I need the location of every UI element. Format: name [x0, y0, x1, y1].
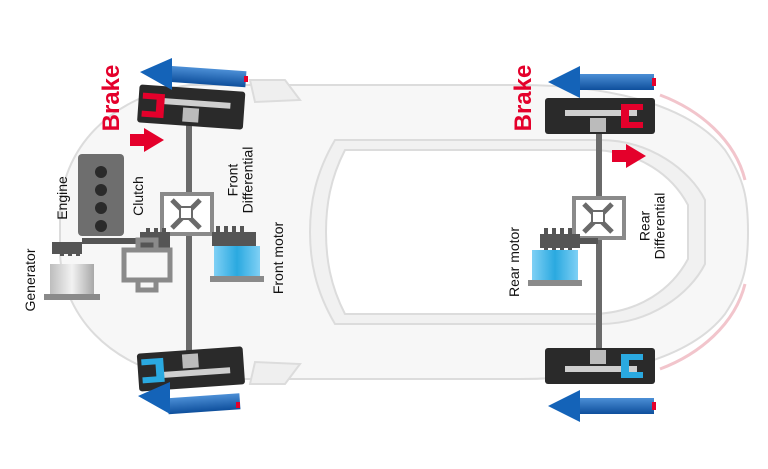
rear-motor-label: Rear motor [506, 226, 522, 298]
rear-right-wheel [545, 348, 655, 384]
front-differential-label: Front Differential [224, 146, 255, 214]
engine-icon [78, 154, 124, 236]
front-left-wheel [137, 84, 246, 130]
front-motor-label: Front motor [270, 221, 286, 295]
red-arrow-front-icon [130, 128, 164, 152]
rear-motor-icon [528, 250, 582, 286]
front-differential-line1: Front [224, 163, 241, 197]
generator-label: Generator [22, 248, 38, 312]
engine-label: Engine [54, 176, 70, 220]
rear-differential [572, 196, 626, 240]
rear-differential-line1: Rear [636, 210, 653, 242]
clutch-label: Clutch [130, 176, 146, 216]
front-right-wheel [136, 346, 245, 392]
front-motor-gear [212, 226, 256, 250]
front-motor-icon [210, 246, 264, 282]
clutch-icon [121, 237, 173, 293]
front-differential [160, 192, 214, 236]
arrow-front-right-icon [138, 382, 241, 415]
arrow-front-left-icon [140, 58, 248, 90]
rear-motor-gear [540, 228, 598, 252]
generator-icon [44, 264, 100, 300]
red-arrow-rear-icon [612, 144, 646, 168]
rear-differential-line2: Differential [651, 192, 667, 260]
rear-differential-label: Rear Differential [636, 192, 667, 260]
front-axle [186, 118, 192, 368]
arrow-rear-left-icon [548, 66, 656, 98]
arrow-rear-right-icon [548, 390, 656, 422]
front-differential-line2: Differential [239, 146, 255, 214]
brake-front-label: Brake [98, 64, 125, 132]
rear-left-wheel [545, 98, 655, 134]
brake-rear-label: Brake [510, 64, 537, 132]
